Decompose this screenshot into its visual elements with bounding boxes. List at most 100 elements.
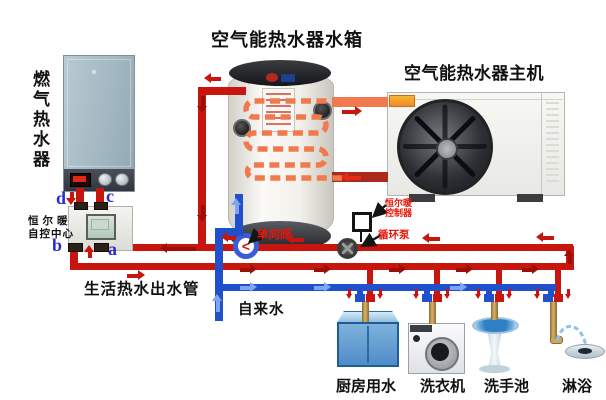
hot-branch-washer — [434, 265, 440, 298]
circulation-pump — [337, 238, 358, 259]
tap-water-label: 自来水 — [238, 302, 285, 318]
heat-pump-fan — [397, 99, 493, 195]
check-valve: < — [233, 233, 259, 259]
check-valve-glyph: < — [241, 238, 251, 254]
flow-arrow-up — [231, 198, 242, 214]
gas-heater-knob-left — [98, 173, 112, 186]
cold-distribution-line — [215, 284, 556, 291]
flow-arrow-right — [240, 264, 257, 275]
fixture-label-kitchen: 厨房用水 — [336, 378, 397, 395]
fixture-label-basin: 洗手池 — [484, 378, 530, 395]
flow-arrow-up — [212, 294, 223, 312]
cold-jog — [215, 228, 243, 236]
tank-port-right — [313, 101, 332, 120]
hot-branch-basin — [496, 265, 502, 298]
washer-lid — [410, 325, 432, 332]
flow-arrow-left — [160, 243, 196, 254]
control-center-lcd — [86, 214, 116, 240]
mixer-cold-side-shower — [543, 294, 553, 302]
port-label-b: b — [52, 235, 63, 255]
gas-heater-panel — [67, 59, 131, 167]
port-fitting-d — [74, 202, 88, 210]
mixer-hot-side-kitchen — [366, 294, 375, 302]
flow-arrow-up — [84, 245, 95, 258]
tank-outlet-pipe-horizontal — [198, 87, 246, 95]
fixture-label-washer: 洗衣机 — [420, 378, 466, 395]
flow-arrow-right — [389, 264, 406, 275]
flow-arrow-right — [314, 282, 331, 293]
basin-pedestal — [487, 332, 502, 369]
hot-water-pipe-label: 生活热水出水管 — [84, 281, 200, 298]
cold-tank-inlet — [235, 194, 243, 234]
hot-supply-line — [70, 263, 574, 270]
flow-arrow-down — [534, 289, 541, 299]
flow-arrow-right — [342, 106, 362, 117]
cold-branch-kitchen — [357, 287, 363, 297]
flow-arrow-right — [127, 270, 145, 281]
control-center-label-line1: 恒尔暖 — [28, 215, 72, 227]
heat-pump-side-seam — [541, 92, 542, 194]
port-label-c: c — [106, 186, 114, 206]
port-label-d: d — [56, 188, 67, 208]
controller-wire — [360, 231, 362, 242]
port-fitting-c — [94, 202, 108, 210]
washer-knob — [413, 335, 420, 342]
washer-door — [425, 337, 459, 371]
flow-arrow-down — [413, 289, 420, 299]
heat-pump-foot-right — [517, 194, 543, 202]
mixer-hot-side-washer — [433, 294, 442, 302]
controller-label-line1: 恒尔暖 — [385, 198, 413, 208]
supply-line-drop-b — [70, 249, 78, 266]
cold-branch-washer — [424, 287, 430, 297]
tank-title: 空气能热水器水箱 — [211, 30, 363, 50]
gas-heater-knob-right — [115, 173, 129, 186]
flow-arrow-down — [444, 289, 451, 299]
check-valve-label: 单向阀 — [257, 229, 292, 241]
gas-heater-unit — [63, 55, 135, 192]
kitchen-cabinet — [337, 322, 399, 367]
flow-arrow-down — [565, 289, 572, 299]
heat-pump-vents — [546, 102, 559, 186]
coil-to-heatpump-pipe — [332, 97, 388, 107]
flow-arrow-up — [564, 249, 575, 264]
tank-port-left — [233, 119, 251, 137]
circulation-pump-label: 循环泵 — [378, 229, 410, 241]
mixer-hot-side-shower — [554, 294, 563, 302]
cold-main-riser — [215, 231, 223, 321]
flow-arrow-left — [422, 233, 440, 244]
flow-arrow-left — [221, 232, 236, 243]
gas-heater-pipe-d — [76, 188, 84, 208]
flow-arrow-down — [197, 205, 208, 222]
flow-arrow-left — [286, 234, 304, 245]
flow-arrow-right — [450, 282, 467, 293]
flow-arrow-right — [240, 282, 257, 293]
tank-logo-blue — [281, 74, 295, 82]
flow-arrow-left — [341, 172, 361, 183]
shower-drain — [565, 344, 605, 359]
heat-pump-label-sticker — [389, 95, 415, 107]
cabinet-divider — [367, 326, 369, 363]
washing-machine — [408, 323, 465, 374]
fixture-pipe-basin — [491, 301, 498, 320]
heat-pump-top-seam — [387, 99, 563, 100]
tank-outlet-pipe-vertical — [198, 87, 206, 249]
cold-branch-basin — [486, 287, 492, 297]
flow-arrow-right — [314, 264, 331, 275]
control-center-label-line2: 自控中心 — [28, 228, 74, 240]
fixture-pipe-shower — [550, 301, 557, 339]
fixture-label-shower: 淋浴 — [562, 378, 593, 395]
heat-pump-title: 空气能热水器主机 — [404, 64, 544, 83]
fan-hub — [436, 138, 458, 160]
basin-base — [479, 365, 510, 373]
water-tank-top-cap — [229, 60, 331, 86]
flow-arrow-right — [522, 264, 539, 275]
gas-heater-display — [70, 173, 91, 187]
flow-arrow-left — [204, 73, 221, 84]
flow-arrow-down — [475, 289, 482, 299]
mixer-cold-side-kitchen — [355, 294, 365, 302]
hot-branch-kitchen — [367, 265, 373, 298]
fixture-pipe-washer — [429, 301, 436, 324]
flow-arrow-down — [66, 192, 77, 205]
gas-heater-vent-dot — [92, 70, 96, 74]
